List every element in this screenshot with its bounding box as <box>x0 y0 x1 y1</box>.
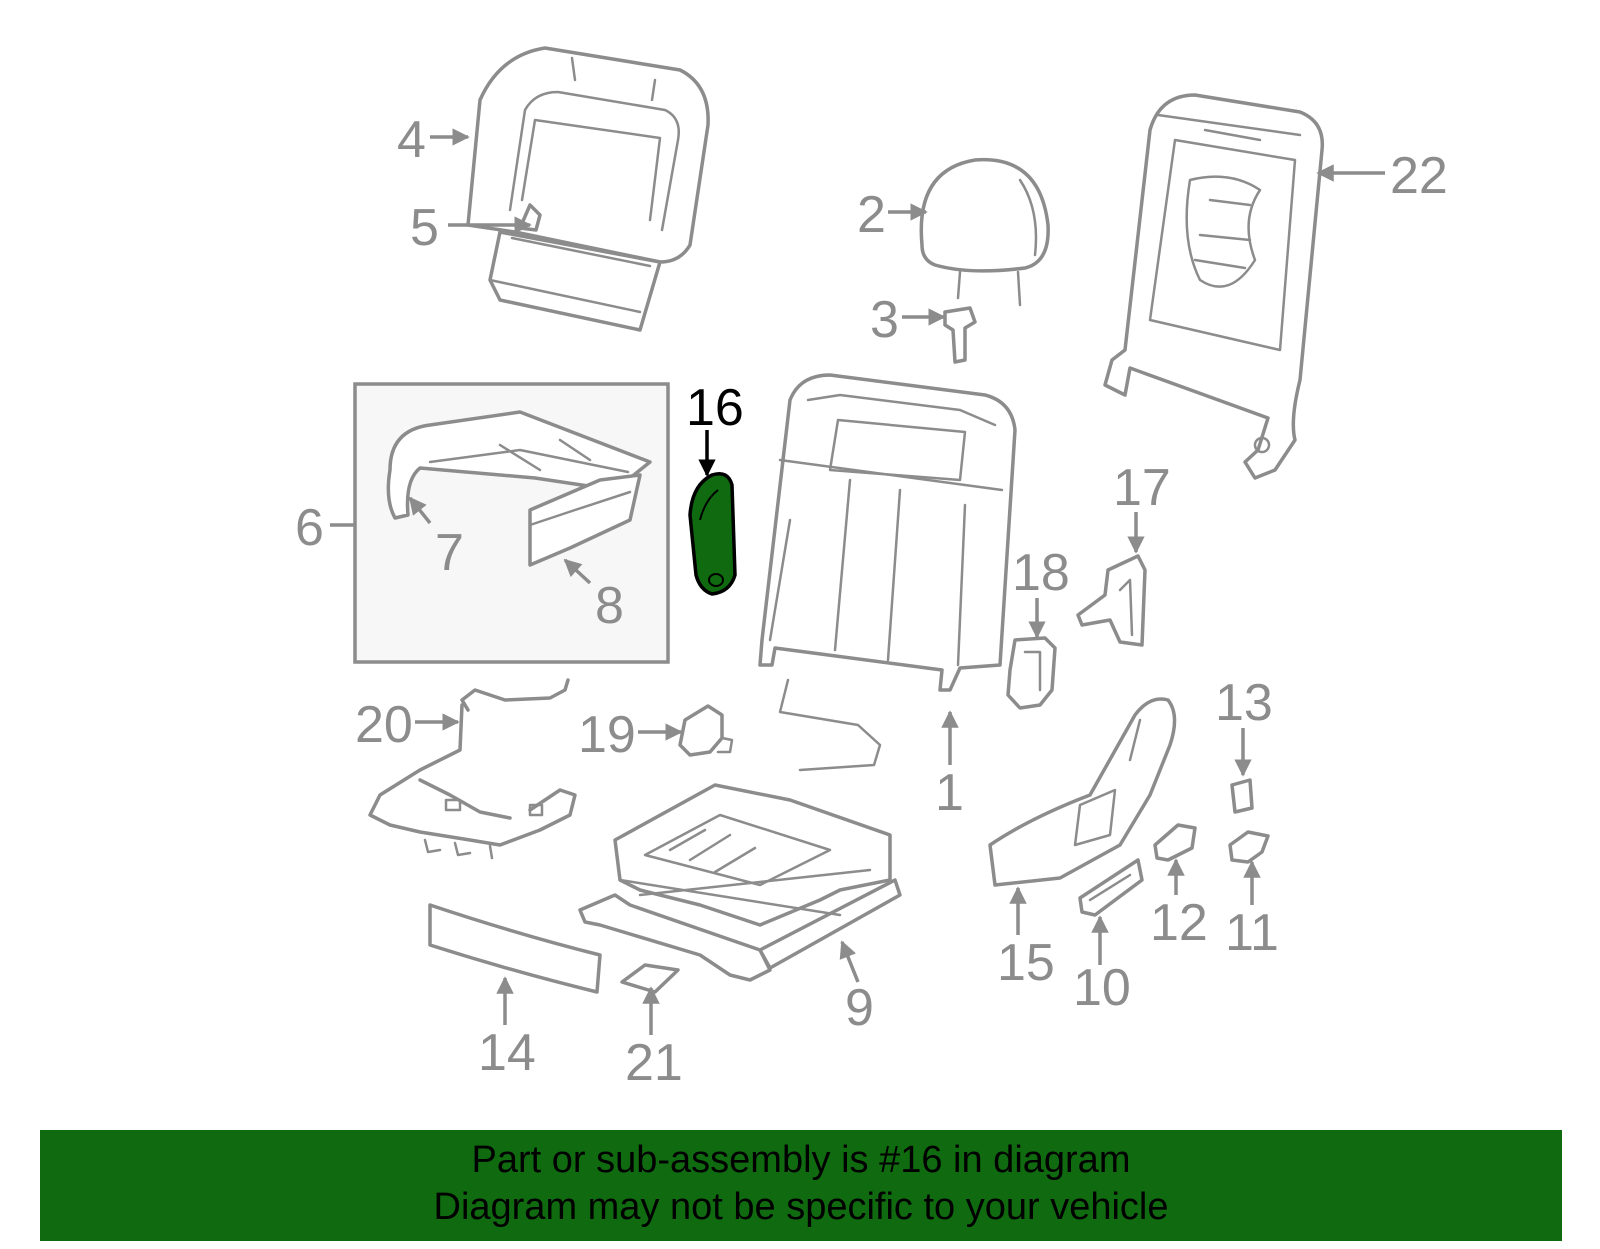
callout-10: 10 <box>1073 959 1131 1017</box>
callout-7: 7 <box>435 524 464 582</box>
callout-15: 15 <box>997 934 1055 992</box>
callout-9: 9 <box>845 979 874 1037</box>
part-18-bracket <box>1006 636 1057 710</box>
callout-12: 12 <box>1150 894 1208 952</box>
parts-diagram: 4 5 2 3 22 6 7 8 16 17 18 20 19 1 13 11 … <box>295 46 1448 1092</box>
callout-16: 16 <box>686 379 744 437</box>
part-2-headrest <box>919 157 1050 307</box>
part-21-pad <box>620 963 680 994</box>
part-13-knob <box>1230 778 1254 814</box>
banner-line-part: Part or sub-assembly is #16 in diagram <box>471 1139 1131 1181</box>
callout-labels: 4 5 2 3 22 6 7 8 16 17 18 20 19 1 13 11 … <box>295 111 1448 1092</box>
part-19-knob <box>678 704 734 757</box>
callout-20: 20 <box>355 696 413 754</box>
part-9-seat-frame <box>578 783 902 982</box>
callout-3: 3 <box>870 291 899 349</box>
part-22-back-frame <box>1103 93 1325 480</box>
part-20-wire-harness <box>368 678 577 860</box>
part-10-switch-bezel <box>1078 858 1144 917</box>
callout-11: 11 <box>1225 904 1279 962</box>
part-17-trim <box>1076 554 1147 647</box>
part-1-back-cover <box>758 373 1017 772</box>
leader-lines <box>330 128 1385 1035</box>
info-banner: Part or sub-assembly is #16 in diagram D… <box>40 1130 1562 1241</box>
part-12-knob <box>1153 823 1197 862</box>
callout-5: 5 <box>410 199 439 257</box>
part-16-side-cover <box>688 472 737 596</box>
inset-6-cushion-pad <box>353 382 670 664</box>
callout-2: 2 <box>857 186 886 244</box>
callout-8: 8 <box>595 577 624 635</box>
part-4-back-panel <box>466 46 710 332</box>
callout-19: 19 <box>578 706 636 764</box>
banner-line-disclaimer: Diagram may not be specific to your vehi… <box>433 1186 1169 1228</box>
part-11-knob <box>1228 830 1270 864</box>
part-3-guide <box>943 306 977 364</box>
callout-13: 13 <box>1215 674 1273 732</box>
part-15-side-shield <box>988 697 1177 887</box>
callout-6: 6 <box>295 499 324 557</box>
callout-1: 1 <box>935 764 964 822</box>
callout-18: 18 <box>1012 544 1070 602</box>
callout-22: 22 <box>1390 147 1448 205</box>
callout-14: 14 <box>478 1024 536 1082</box>
part-14-trim-bar <box>428 903 602 994</box>
callout-17: 17 <box>1113 459 1171 517</box>
callout-21: 21 <box>625 1034 683 1092</box>
callout-4: 4 <box>397 111 426 169</box>
